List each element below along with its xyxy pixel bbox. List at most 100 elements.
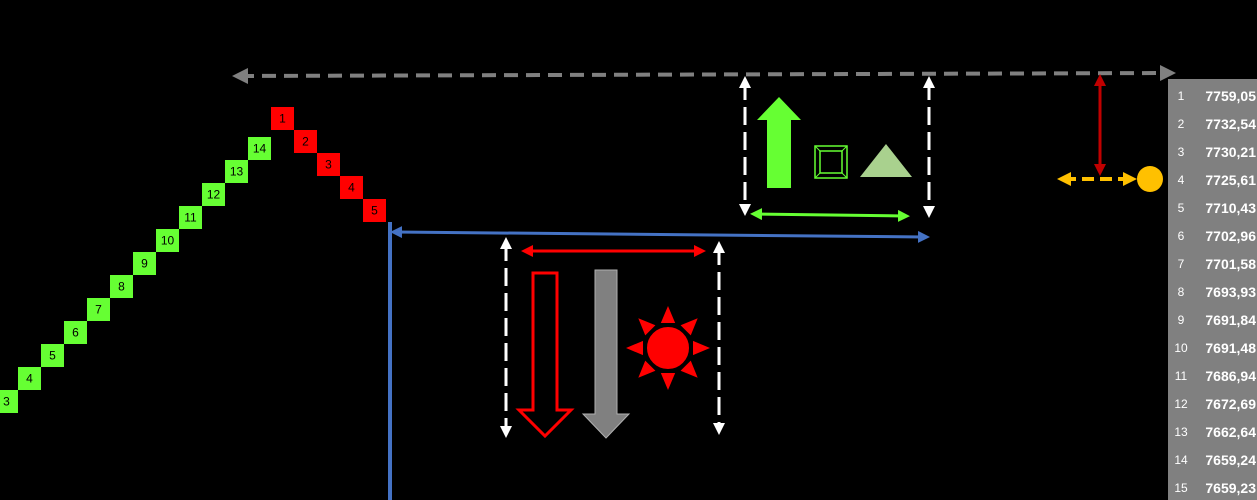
price-row: 1 7759,05 bbox=[1168, 82, 1257, 110]
ladder-up-step-box bbox=[156, 229, 179, 252]
price-row: 7 7701,58 bbox=[1168, 250, 1257, 278]
price-row-value: 7759,05 bbox=[1205, 88, 1256, 104]
price-row-value: 7691,48 bbox=[1205, 340, 1256, 356]
ladder-up-step-box bbox=[133, 252, 156, 275]
ladder-down-step-box bbox=[317, 153, 340, 176]
blue-range-arrow bbox=[390, 226, 930, 243]
down-arrow-outline-icon bbox=[515, 271, 575, 439]
ladder-up-step: 3 bbox=[0, 390, 18, 413]
ladder-up-step-label: 6 bbox=[72, 326, 79, 340]
ladder-up-step: 6 bbox=[64, 321, 87, 344]
ladder-up-step: 9 bbox=[133, 252, 156, 275]
ladder-up-step-box bbox=[202, 183, 225, 206]
top-range-arrow bbox=[232, 65, 1176, 84]
ladder-up-step-label: 13 bbox=[230, 165, 244, 179]
sun-ray bbox=[680, 318, 698, 336]
price-row-value: 7693,93 bbox=[1205, 284, 1256, 300]
sun-ray bbox=[660, 372, 676, 390]
ladder-up-step-box bbox=[248, 137, 271, 160]
ladder-up-step: 13 bbox=[225, 160, 248, 183]
ladder-up-step-label: 4 bbox=[26, 372, 33, 386]
ladder-down-step: 1 bbox=[271, 107, 294, 130]
price-row-index: 12 bbox=[1174, 397, 1188, 411]
price-row-index: 1 bbox=[1177, 89, 1185, 103]
price-row-index: 2 bbox=[1177, 117, 1185, 131]
circle-icon bbox=[1137, 166, 1163, 192]
ladder-up-step-label: 11 bbox=[184, 211, 197, 225]
ladder-up-step: 14 bbox=[248, 137, 271, 160]
price-row-index: 5 bbox=[1177, 201, 1185, 215]
ladder-down-step-label: 4 bbox=[348, 181, 355, 195]
ladder-up-step-box bbox=[225, 160, 248, 183]
price-row-index: 10 bbox=[1174, 341, 1188, 355]
ladder-up-step-box bbox=[87, 298, 110, 321]
ladder-down-step-box bbox=[340, 176, 363, 199]
price-row-value: 7672,69 bbox=[1205, 396, 1256, 412]
price-row-value: 7686,94 bbox=[1205, 368, 1256, 384]
price-row: 12 7672,69 bbox=[1168, 390, 1257, 418]
price-row-value: 7701,58 bbox=[1205, 256, 1256, 272]
sun-ray bbox=[626, 340, 644, 356]
square-icon bbox=[814, 145, 848, 179]
ladder-down-step: 5 bbox=[363, 199, 386, 222]
price-row-index: 13 bbox=[1174, 425, 1188, 439]
ladder-down-step-box bbox=[294, 130, 317, 153]
green-range-arrow bbox=[750, 208, 910, 222]
sun-icon bbox=[626, 306, 710, 390]
price-row-value: 7659,23 bbox=[1205, 480, 1256, 496]
price-row-index: 3 bbox=[1177, 145, 1185, 159]
ladder-up-step-box bbox=[179, 206, 202, 229]
price-row-index: 9 bbox=[1177, 313, 1185, 327]
sun-ray bbox=[638, 318, 656, 336]
price-row: 3 7730,21 bbox=[1168, 138, 1257, 166]
ladder-down-step-label: 2 bbox=[302, 135, 309, 149]
price-row-value: 7659,24 bbox=[1205, 452, 1256, 468]
price-row-index: 6 bbox=[1177, 229, 1185, 243]
down-arrow-gray-icon bbox=[581, 269, 631, 439]
price-row-value: 7702,96 bbox=[1205, 228, 1256, 244]
ladder-up-step-label: 5 bbox=[49, 349, 56, 363]
price-row-value: 7710,43 bbox=[1205, 200, 1256, 216]
ladder-up-step: 8 bbox=[110, 275, 133, 298]
sun-ray bbox=[638, 360, 656, 378]
ladder-up-step-box bbox=[0, 390, 18, 413]
price-row-index: 14 bbox=[1174, 453, 1188, 467]
price-row-index: 4 bbox=[1177, 173, 1185, 187]
price-row: 14 7659,24 bbox=[1168, 446, 1257, 474]
ladder-down-step-label: 1 bbox=[279, 112, 286, 126]
price-row: 9 7691,84 bbox=[1168, 306, 1257, 334]
ladder-up-step-label: 14 bbox=[253, 142, 267, 156]
ladder-up-step: 4 bbox=[18, 367, 41, 390]
price-row: 10 7691,48 bbox=[1168, 334, 1257, 362]
sun-core bbox=[645, 325, 691, 371]
ladder-up-step-box bbox=[110, 275, 133, 298]
ladder-down-step-label: 3 bbox=[325, 158, 332, 172]
ladder-up-step-label: 7 bbox=[95, 303, 102, 317]
ladder-up-step: 7 bbox=[87, 298, 110, 321]
ladder-up-step-label: 9 bbox=[141, 257, 148, 271]
price-row-value: 7732,54 bbox=[1205, 116, 1256, 132]
ladder-down-step-box bbox=[271, 107, 294, 130]
sun-ray bbox=[660, 306, 676, 324]
ladder-down-steps: 1 2 3 4 5 bbox=[271, 107, 386, 222]
ladder-up-step-label: 10 bbox=[161, 234, 175, 248]
price-row-index: 7 bbox=[1177, 257, 1185, 271]
ladder-down-step: 4 bbox=[340, 176, 363, 199]
ladder-down-step: 3 bbox=[317, 153, 340, 176]
ladder-down-step-box bbox=[363, 199, 386, 222]
price-row-index: 8 bbox=[1177, 285, 1185, 299]
price-row-value: 7691,84 bbox=[1205, 312, 1256, 328]
ladder-up-step: 5 bbox=[41, 344, 64, 367]
price-row: 5 7710,43 bbox=[1168, 194, 1257, 222]
ladder-up-step: 11 bbox=[179, 206, 202, 229]
price-row-value: 7730,21 bbox=[1205, 144, 1256, 160]
ladder-up-step-box bbox=[41, 344, 64, 367]
up-arrow-icon bbox=[757, 97, 801, 188]
ladder-down-step-label: 5 bbox=[371, 204, 378, 218]
sun-ray bbox=[692, 340, 710, 356]
